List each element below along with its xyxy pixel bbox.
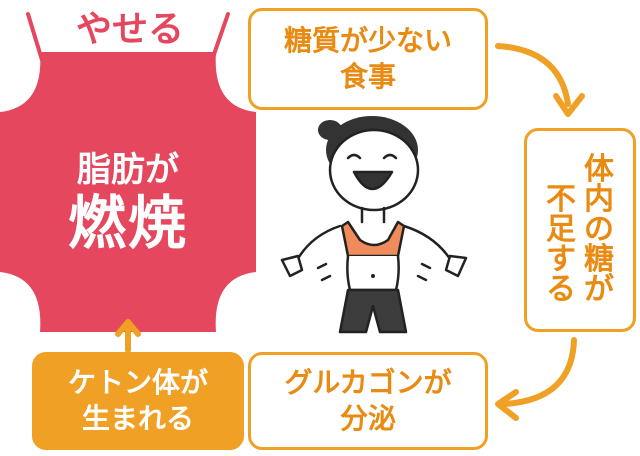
low-carb-line1: 糖質が少ない [283, 24, 452, 57]
sugar-char: 不 [546, 182, 576, 217]
sugar-char: が [584, 272, 614, 307]
sugar-col1: 体 内 の 糖 が [584, 155, 614, 305]
sugar-char: の [584, 212, 614, 247]
fat-burn-label: 脂肪が 燃焼 [0, 150, 256, 256]
arrow-up-icon [115, 319, 141, 353]
sugar-char: 内 [584, 182, 614, 217]
sugar-char: 糖 [584, 242, 614, 277]
ketone-line2: 生まれる [81, 402, 194, 435]
sugar-char: 足 [546, 212, 576, 247]
fat-burn-line2: 燃焼 [67, 189, 188, 257]
woman-cheering-icon [280, 116, 468, 334]
sugar-char: す [546, 242, 576, 277]
lose-weight-label: やせる [75, 9, 184, 50]
ketone-line1: ケトン体が [67, 366, 208, 399]
ketone-body-box: ケトン体が 生まれる [32, 352, 244, 450]
fat-burn-line1: 脂肪が [77, 150, 179, 190]
sugar-char: 体 [584, 152, 614, 187]
glucagon-line2: 分泌 [339, 402, 396, 435]
low-carb-line2: 食事 [339, 60, 396, 93]
ray-left [26, 12, 44, 62]
low-carb-meal-box: 糖質が少ない 食事 [248, 8, 488, 110]
glucagon-line1: グルカゴンが [284, 366, 452, 399]
sugar-col2: 不 足 す る [546, 185, 576, 305]
sugar-char: る [546, 272, 576, 307]
ray-right [210, 12, 230, 62]
arrow-down-left-icon [495, 337, 577, 421]
arrow-right-down-icon [495, 43, 585, 117]
glucagon-secretion-box: グルカゴンが 分泌 [248, 352, 488, 450]
sugar-shortage-box: 体 内 の 糖 が 不 足 す る [524, 128, 636, 332]
fat-burn-shape [0, 52, 256, 332]
